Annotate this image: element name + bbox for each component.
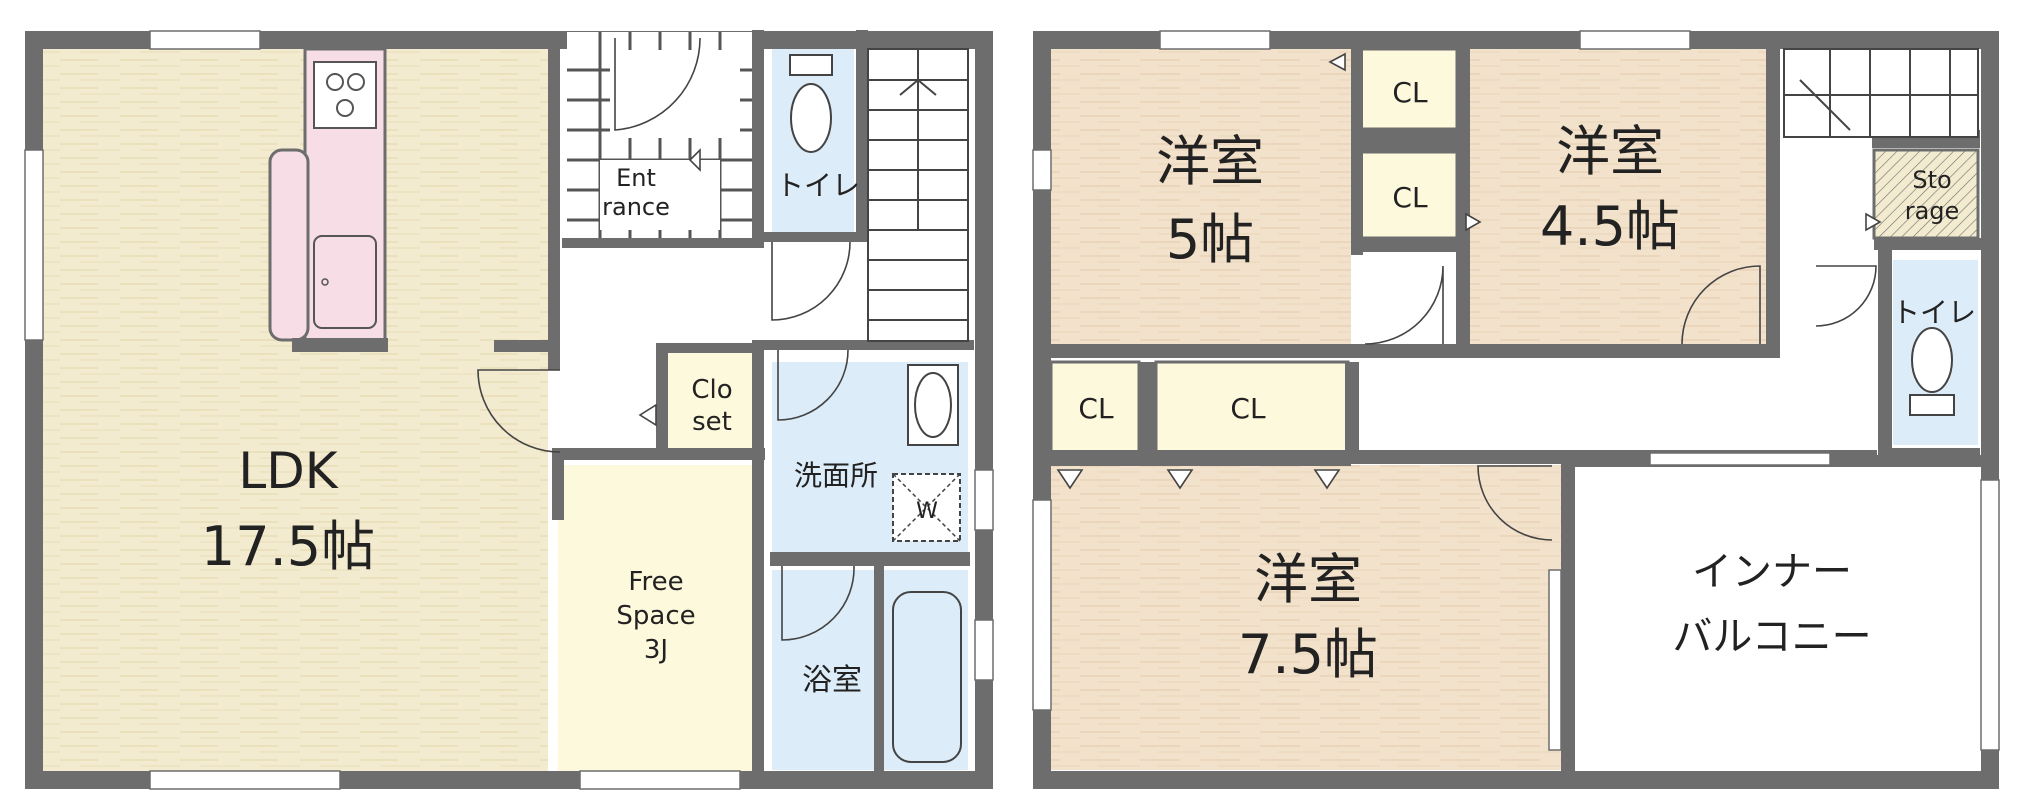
room-c-floor [1051,465,1561,770]
closet-c-label: CL [1078,392,1114,425]
bath-label: 浴室 [802,663,862,698]
room-b-size: 4.5帖 [1540,195,1680,258]
floor-1: LDK 17.5帖 Ent rance トイレ Clo set 洗面所 W 浴室… [24,30,994,790]
toilet2-fixture [1909,327,1955,416]
floor1-door-swings [477,37,855,641]
free-space-label-3: 3J [644,635,668,665]
room-b-name: 洋室 [1556,120,1664,183]
storage-label-1: Sto [1912,166,1951,194]
washer-label: W [916,499,938,524]
stairs-2 [1783,48,1979,138]
floor1-interior-walls [494,30,974,780]
free-space-floor [558,465,752,771]
room-a-size: 5帖 [1166,208,1254,271]
storage-label-2: rage [1905,197,1960,225]
stairs-1 [867,48,969,342]
free-space-label-1: Free [628,567,683,597]
ldk-size: 17.5帖 [201,515,375,578]
closet1-label-2: set [692,407,732,437]
closet-d-label: CL [1230,392,1266,425]
room-b-floor [1470,49,1768,344]
room-a-name: 洋室 [1156,130,1264,193]
washroom-sink [907,364,959,446]
balcony-label-2: バルコニー [1672,614,1871,660]
balcony-label-1: インナー [1692,549,1852,595]
entrance-label-1: Ent [616,164,656,192]
closet-a-label: CL [1392,76,1428,109]
entrance-label-2: rance [602,193,670,221]
toilet1-label: トイレ [776,169,860,202]
toilet1-fixture [789,54,833,153]
washroom-label: 洗面所 [794,459,878,492]
room-a-floor [1051,49,1351,344]
toilet2-label: トイレ [1892,296,1976,329]
room-c-name: 洋室 [1254,548,1362,611]
floor2-door-swings [1056,52,1882,541]
entrance-floor [567,32,762,238]
free-space-label-2: Space [616,601,695,631]
closet-b-label: CL [1392,181,1428,214]
closet1-floor [666,353,752,449]
closet1-label-1: Clo [691,375,732,405]
floor-2: 洋室 5帖 洋室 4.5帖 洋室 7.5帖 CL CL CL CL Sto ra… [1032,30,2000,789]
ldk-label: LDK [238,442,338,500]
floor2-windows [1032,30,2000,751]
floor1-windows [24,30,994,790]
bathtub [892,591,962,763]
kitchen-counter [268,47,388,352]
room-c-size: 7.5帖 [1238,623,1378,686]
